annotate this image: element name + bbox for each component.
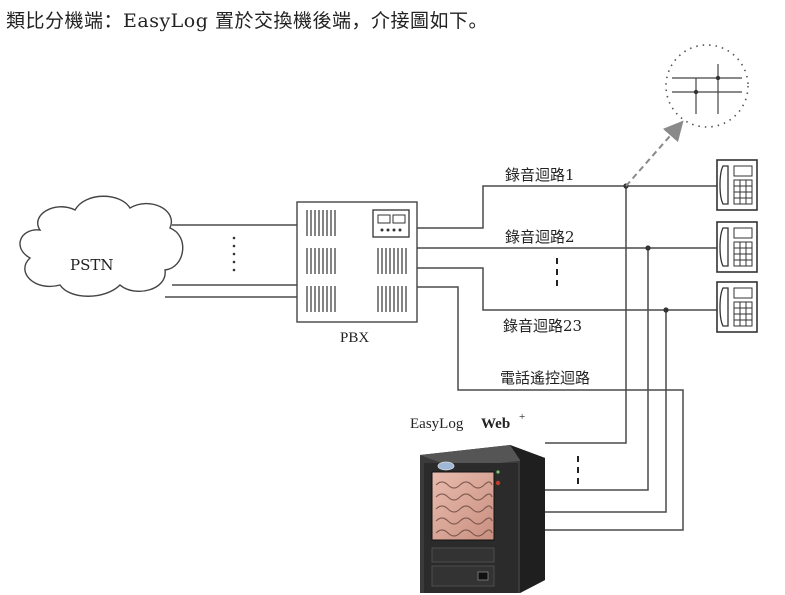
telephone-icon [716, 221, 758, 273]
cloud-icon [19, 195, 184, 297]
telephone-icon [716, 159, 758, 211]
product-suffix-label: Web [481, 416, 510, 432]
pbx-switch-icon [296, 201, 418, 323]
line1-label: 錄音迴路1 [505, 166, 575, 184]
telephone-icon [716, 281, 758, 333]
diagram-heading: 類比分機端：EasyLog 置於交換機後端，介接圖如下。 [6, 10, 488, 32]
line2-label: 錄音迴路2 [505, 228, 575, 246]
product-sup-label: + [519, 411, 525, 423]
product-name-label: EasyLog [410, 416, 464, 432]
trunk-lines [165, 224, 297, 298]
zoom-pointer-arrow [625, 120, 684, 187]
pbx-label: PBX [340, 330, 369, 346]
line23-label: 錄音迴路23 [503, 317, 582, 335]
remote-line-label: 電話遙控迴路 [500, 369, 590, 387]
extension-lines [417, 185, 717, 311]
zoom-detail-circle-icon [665, 44, 749, 128]
recorder-unit-icon [420, 445, 545, 593]
pstn-label: PSTN [70, 256, 114, 274]
remote-control-line [417, 286, 684, 531]
